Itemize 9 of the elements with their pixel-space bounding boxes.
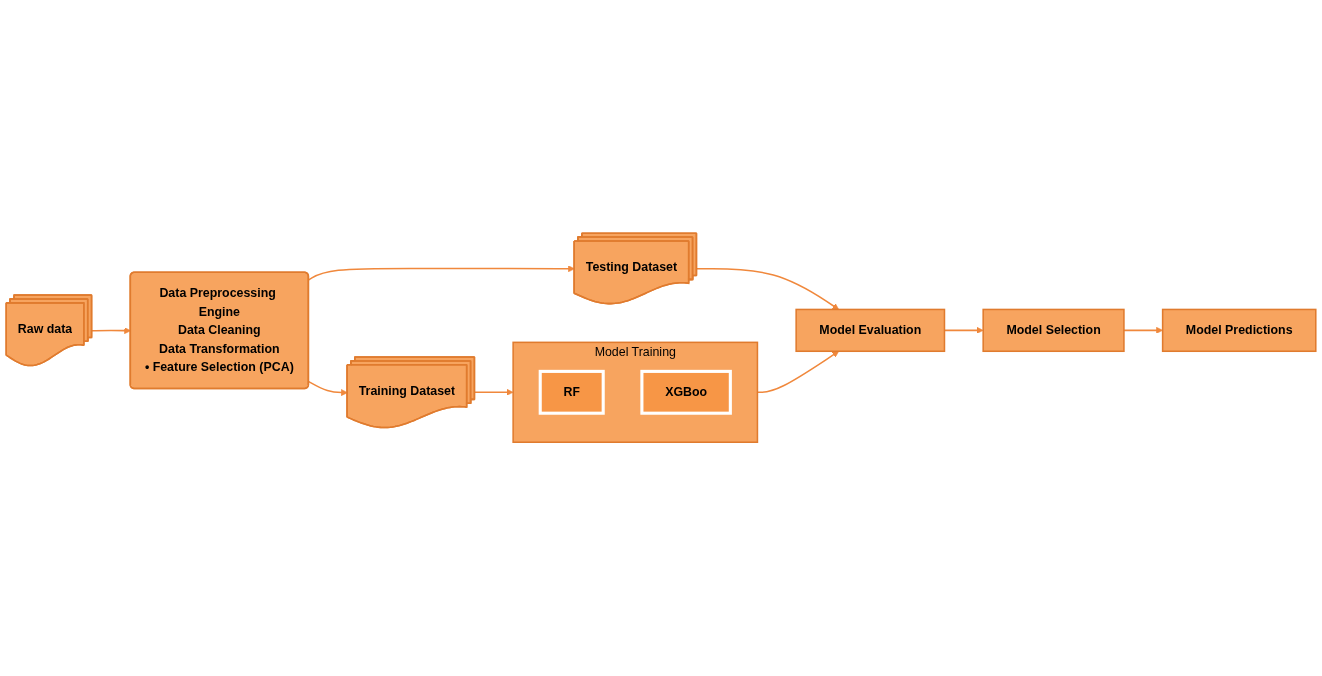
node-box: Model Evaluation	[795, 308, 946, 353]
arrow	[91, 327, 131, 335]
arrow	[696, 268, 840, 311]
node-box: RF	[538, 370, 605, 416]
node-box: Model Selection	[982, 308, 1125, 353]
arrow	[473, 389, 514, 396]
node-box: XGBoo	[640, 370, 732, 416]
arrow	[1123, 327, 1163, 335]
node-box: Model Predictions	[1161, 308, 1317, 353]
